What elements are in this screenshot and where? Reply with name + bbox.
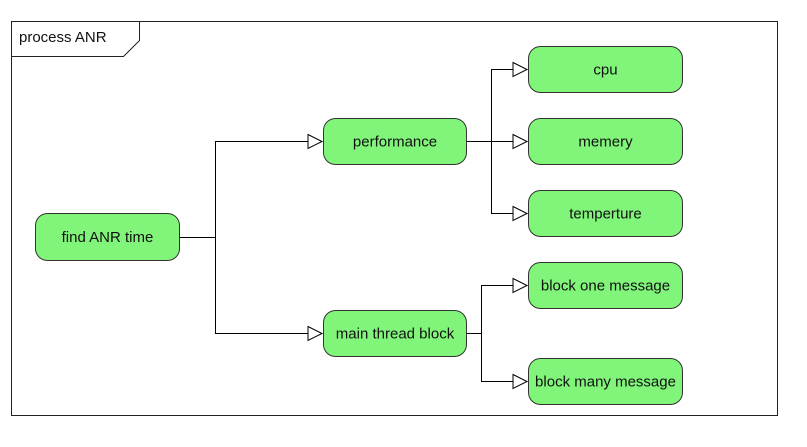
node-block-many-message[interactable]: block many message bbox=[528, 358, 683, 405]
arrowhead-memery bbox=[512, 133, 529, 150]
arrowhead-block-one bbox=[512, 277, 529, 294]
node-box bbox=[35, 213, 180, 261]
arrowhead-performance bbox=[307, 133, 324, 150]
connector-performance-to-temperture bbox=[491, 141, 527, 214]
node-cpu[interactable]: cpu bbox=[528, 46, 683, 93]
connectors bbox=[180, 69, 527, 382]
arrowhead-block-many bbox=[512, 373, 529, 390]
connector-performance-to-cpu bbox=[467, 69, 527, 142]
arrowhead-main-thread bbox=[307, 325, 324, 342]
node-box bbox=[528, 118, 683, 165]
node-box bbox=[528, 190, 683, 237]
node-main-thread-block[interactable]: main thread block bbox=[323, 310, 467, 357]
frame-title: process ANR bbox=[19, 29, 107, 46]
arrowheads bbox=[307, 61, 529, 390]
node-label: main thread block bbox=[336, 326, 455, 343]
node-label: block one message bbox=[541, 278, 670, 295]
node-find-anr-time[interactable]: find ANR time bbox=[35, 213, 180, 261]
node-performance[interactable]: performance bbox=[323, 118, 467, 165]
node-box bbox=[323, 310, 467, 357]
arrowhead-temperture bbox=[512, 205, 529, 222]
connector-find-to-performance bbox=[180, 141, 322, 238]
node-temperture[interactable]: temperture bbox=[528, 190, 683, 237]
node-label: find ANR time bbox=[62, 229, 154, 246]
node-label: block many message bbox=[535, 374, 676, 391]
frame-title-tab bbox=[11, 21, 140, 57]
node-label: performance bbox=[353, 134, 437, 151]
node-box bbox=[528, 262, 683, 309]
node-label: memery bbox=[578, 134, 633, 151]
connector-main-to-block-one bbox=[467, 285, 527, 334]
node-block-one-message[interactable]: block one message bbox=[528, 262, 683, 309]
connector-main-to-block-many bbox=[481, 333, 527, 382]
node-memery[interactable]: memery bbox=[528, 118, 683, 165]
arrowhead-cpu bbox=[512, 61, 529, 78]
node-label: cpu bbox=[593, 62, 617, 79]
node-box bbox=[528, 46, 683, 93]
node-box bbox=[528, 358, 683, 405]
connector-find-to-main-thread bbox=[215, 237, 322, 334]
node-box bbox=[323, 118, 467, 165]
node-label: temperture bbox=[569, 206, 642, 223]
diagram-frame bbox=[11, 21, 778, 416]
